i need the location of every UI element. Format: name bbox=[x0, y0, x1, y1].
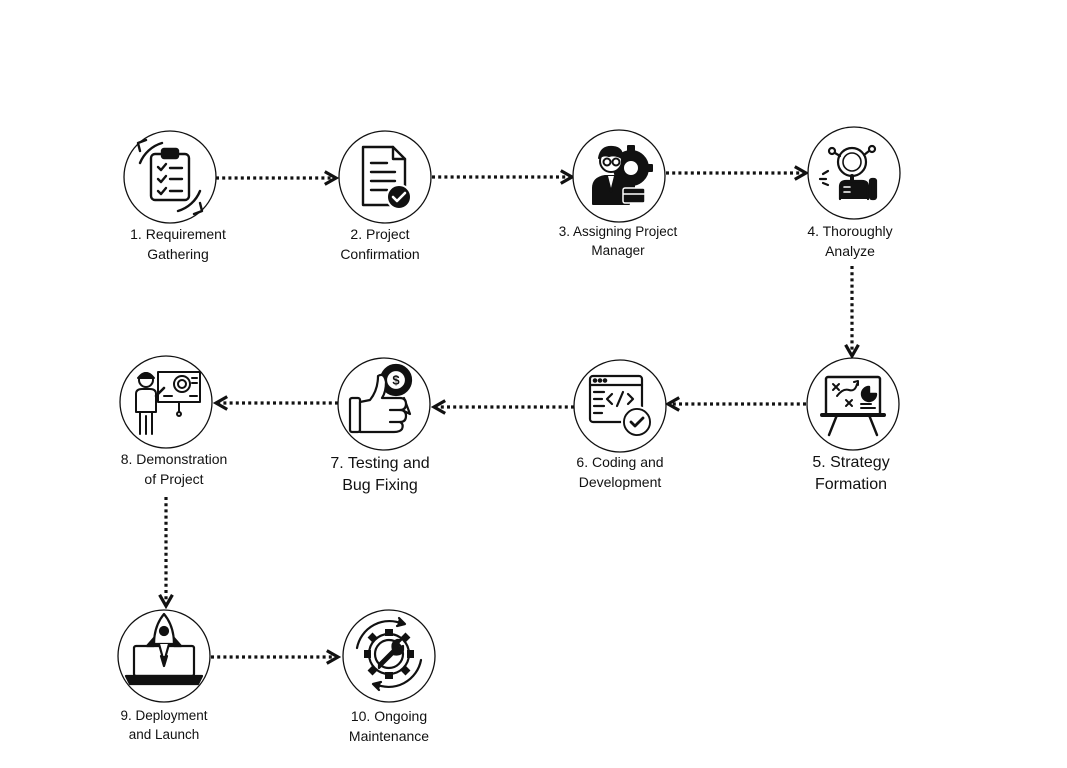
svg-text:$: $ bbox=[392, 373, 400, 388]
magnifier-analyze-icon bbox=[818, 144, 878, 201]
manager-gear-icon bbox=[592, 145, 653, 205]
thumbs-up-gear-icon: $ bbox=[348, 363, 413, 434]
strategy-board-icon bbox=[820, 375, 886, 437]
rocket-laptop-icon bbox=[124, 612, 204, 686]
code-window-check-icon bbox=[588, 374, 653, 438]
document-check-icon bbox=[361, 145, 412, 210]
presentation-icon bbox=[135, 371, 201, 435]
clipboard-checklist-icon bbox=[136, 138, 204, 216]
wrench-gear-icon bbox=[355, 616, 423, 692]
